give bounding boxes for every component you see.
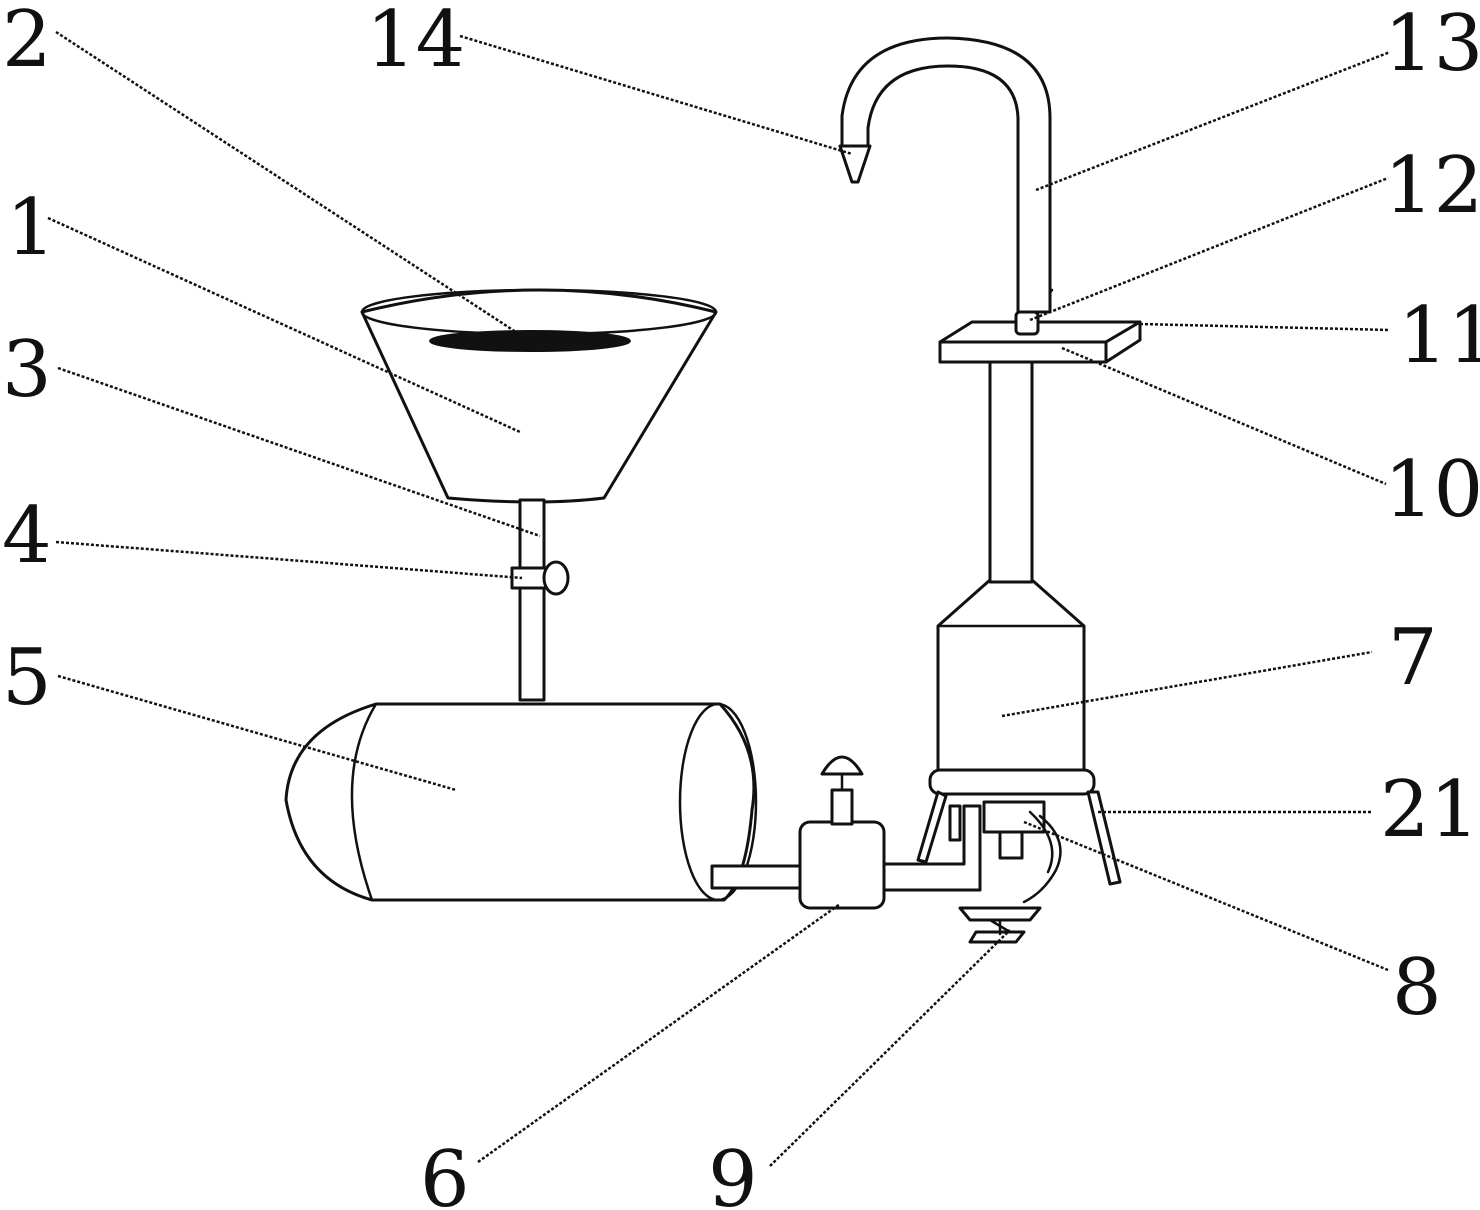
label-14: 14 <box>366 0 465 85</box>
funnel <box>362 290 716 502</box>
label-21: 21 <box>1380 765 1479 855</box>
drain-valve <box>984 802 1060 902</box>
platform <box>940 322 1140 362</box>
leader-14 <box>460 36 852 154</box>
leader-9 <box>770 930 1010 1166</box>
label-5: 5 <box>2 633 52 723</box>
label-4: 4 <box>2 491 52 581</box>
foot-pedal <box>960 908 1040 942</box>
label-12: 12 <box>1384 141 1480 231</box>
leader-6 <box>478 904 840 1162</box>
faucet-pipe <box>842 38 1050 312</box>
leader-13 <box>1036 52 1390 190</box>
filter-cylinder <box>938 362 1084 772</box>
leader-12 <box>1030 178 1388 320</box>
leader-8 <box>1024 822 1388 970</box>
pump <box>800 757 884 908</box>
leader-10 <box>1062 348 1386 484</box>
label-8: 8 <box>1392 943 1442 1033</box>
label-11: 11 <box>1398 291 1480 381</box>
label-6: 6 <box>420 1135 470 1210</box>
label-10: 10 <box>1384 445 1480 535</box>
water-tank <box>286 704 756 900</box>
label-3: 3 <box>2 325 52 415</box>
label-2: 2 <box>2 0 52 85</box>
filter-screen <box>430 331 630 351</box>
leader-lines <box>48 32 1390 1166</box>
label-9: 9 <box>708 1135 758 1210</box>
leader-4 <box>56 542 522 578</box>
label-13: 13 <box>1384 0 1480 89</box>
label-7: 7 <box>1388 613 1438 703</box>
label-1: 1 <box>6 183 56 273</box>
leader-11 <box>1140 324 1390 330</box>
